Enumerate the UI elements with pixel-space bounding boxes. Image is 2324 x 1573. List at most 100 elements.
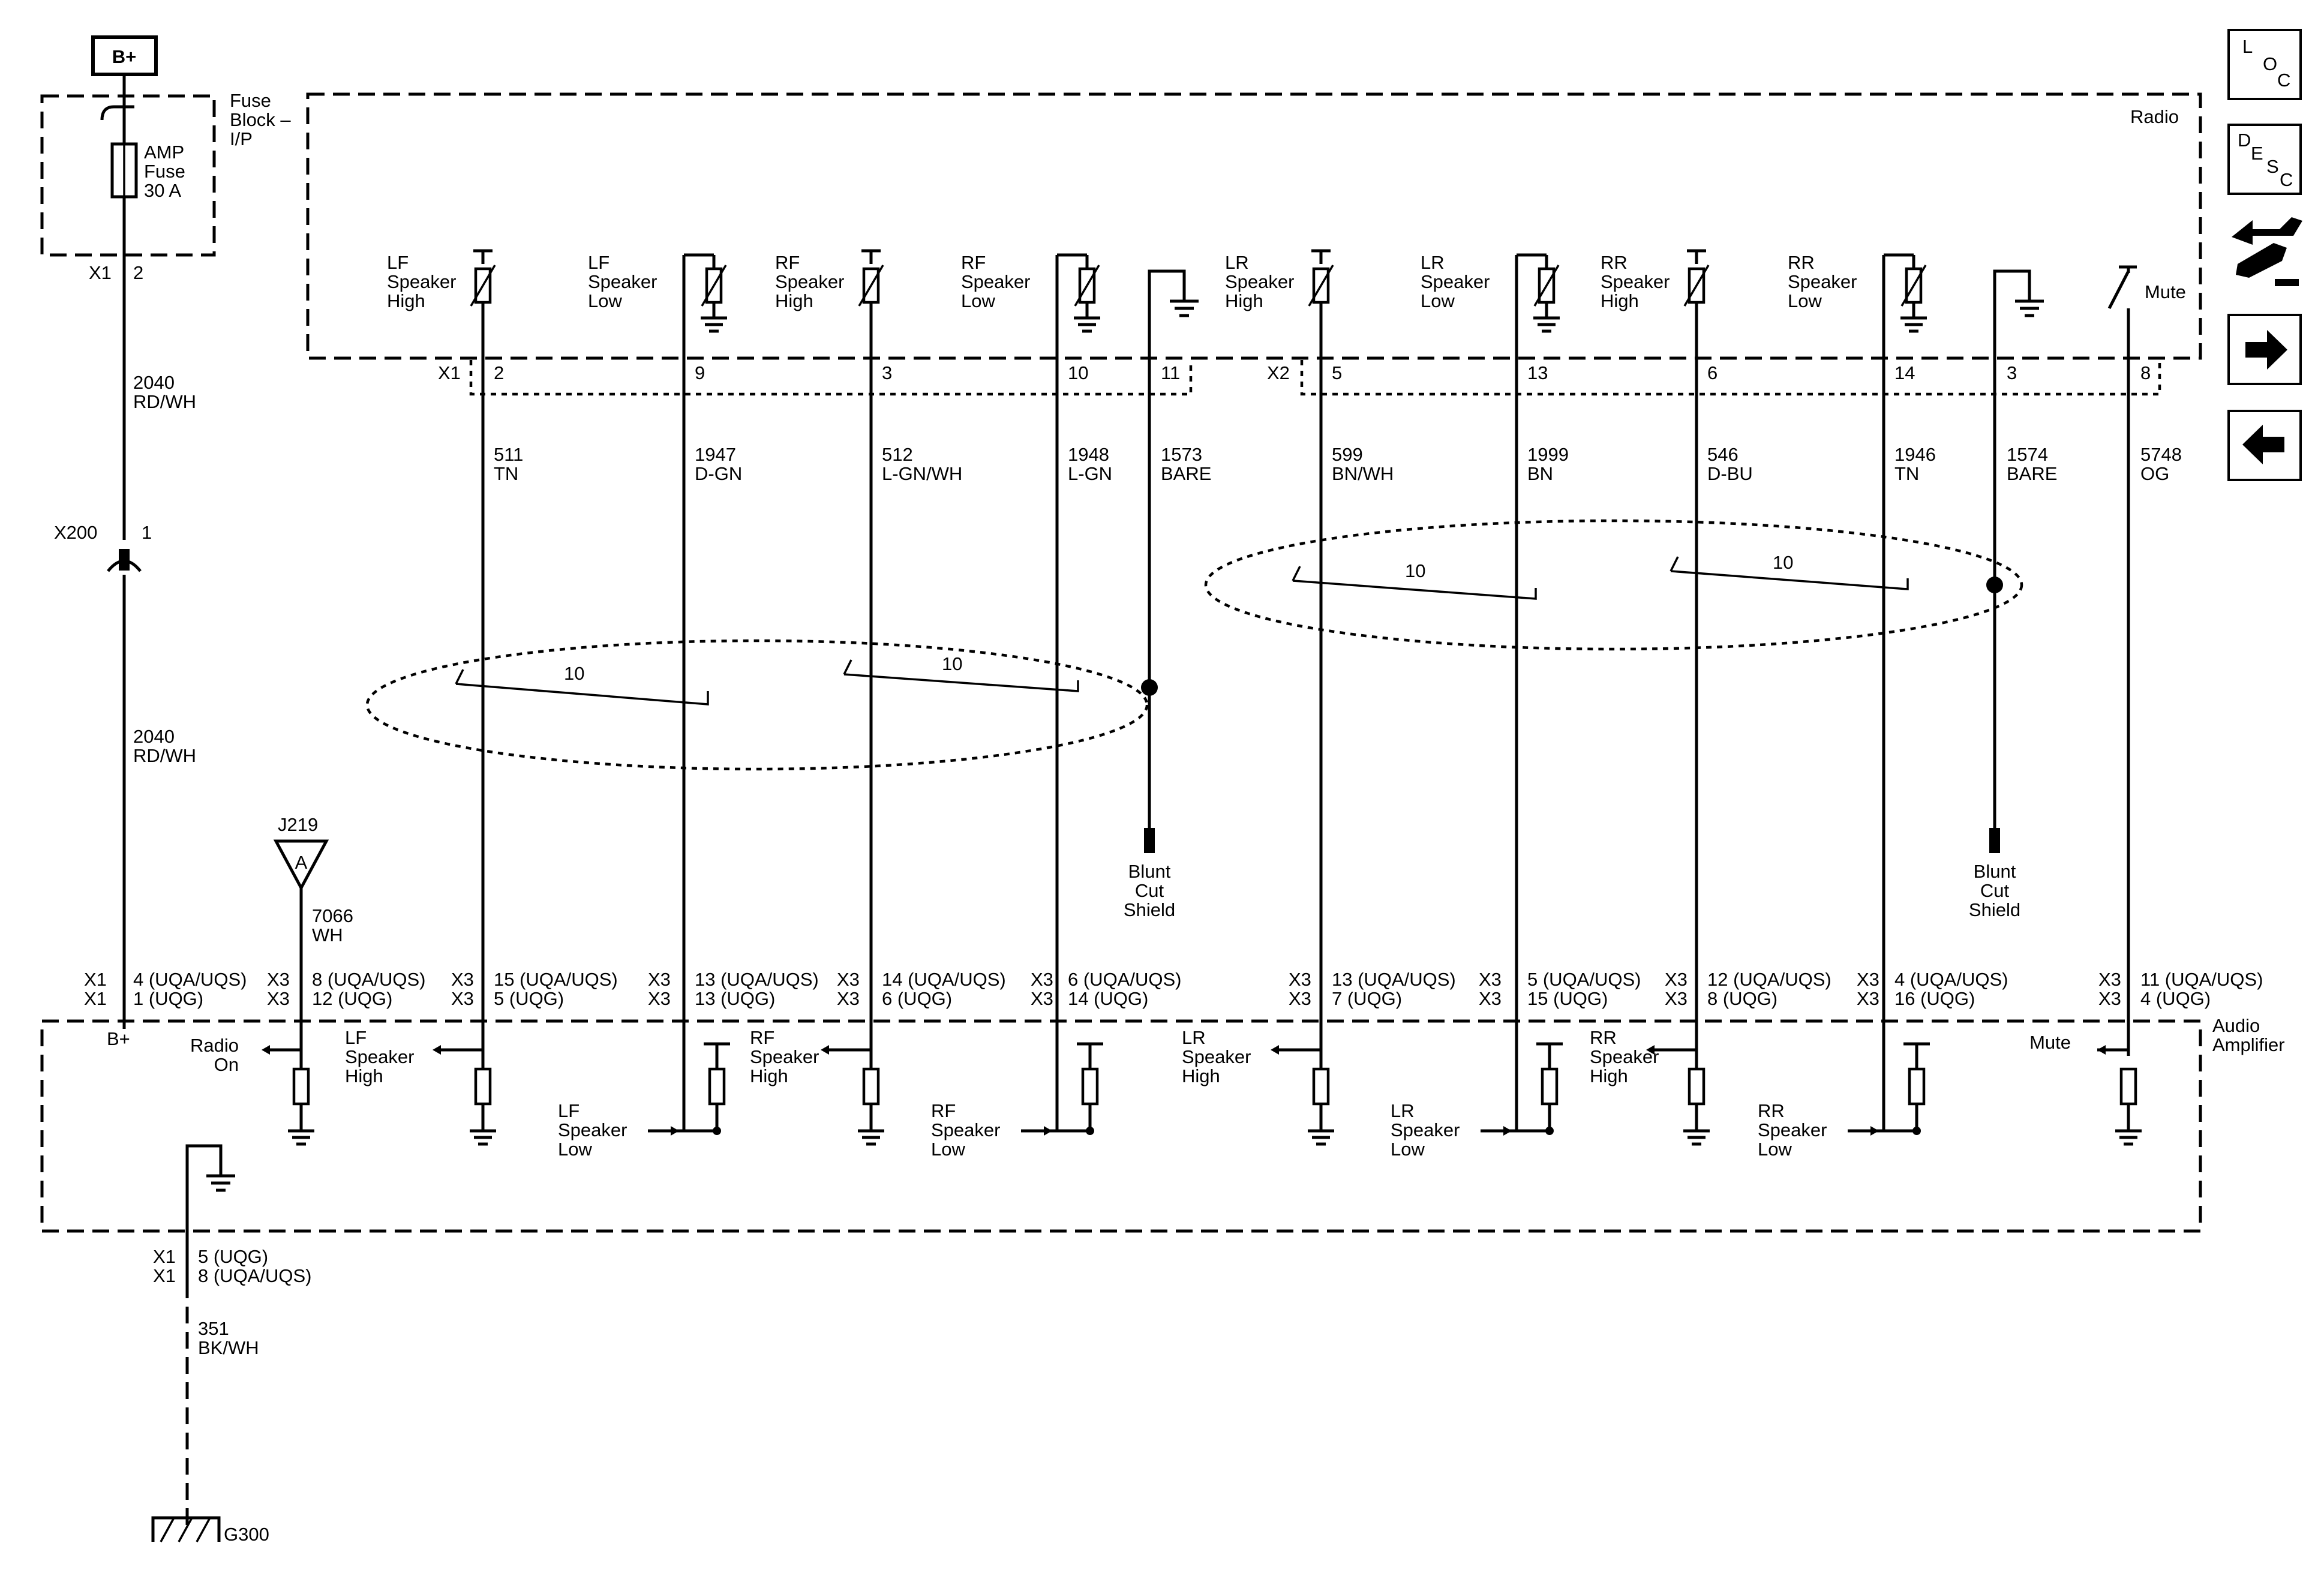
- amp-radio-on-label-2: On: [214, 1054, 239, 1075]
- mute-circuit: Mute 8 5748 OG X3 X3 11 (UQA/UQS) 4 (UQG…: [2029, 265, 2263, 1146]
- amp-connector: X3: [1289, 969, 1311, 990]
- speaker-resistor-icon: [1308, 265, 1334, 307]
- speaker-resistor-icon: [858, 265, 884, 307]
- radio-pin: 3: [882, 362, 892, 383]
- splice-letter: A: [295, 852, 308, 873]
- radio-on-amp-conn: X3: [267, 988, 290, 1009]
- amp-connector: X3: [1665, 988, 1688, 1009]
- connector-tool-icon[interactable]: [2232, 217, 2302, 286]
- mute-amp-pin: 4 (UQG): [2140, 988, 2211, 1009]
- arrow-head-icon: [1271, 1045, 1279, 1055]
- loc-letter: O: [2263, 53, 2277, 74]
- radio-pin: 13: [1527, 362, 1548, 383]
- circuit-color: D-BU: [1707, 463, 1753, 484]
- amp-connector: X3: [451, 969, 474, 990]
- circuit-color: TN: [1894, 463, 1919, 484]
- amp-connector: X3: [1479, 969, 1502, 990]
- radio-channel-label: RR: [1601, 252, 1628, 273]
- ground-circuit-number: 351: [198, 1318, 229, 1339]
- loc-letter: L: [2242, 36, 2253, 57]
- feed-wire: 2040 RD/WH X200 1 2040 RD/WH: [54, 255, 196, 1029]
- amp-input-label-2: Speaker: [1590, 1046, 1659, 1067]
- nav-loc-button[interactable]: L O C: [2227, 29, 2302, 100]
- feed-circuit-upper: 2040: [133, 372, 175, 393]
- amp-connector: X3: [1857, 969, 1879, 990]
- amp-input-label: LF: [558, 1100, 580, 1121]
- arrow-head-icon: [1870, 1126, 1879, 1136]
- circuit-number: 1946: [1894, 444, 1936, 465]
- amp-pin: 13 (UQG): [695, 988, 775, 1009]
- radio-channel-label: RF: [961, 252, 986, 273]
- amp-connector: X3: [648, 969, 671, 990]
- radio-channel-label-2: Speaker: [1421, 271, 1490, 292]
- twist-label: 10: [1773, 552, 1793, 573]
- amp-connector: X3: [1031, 988, 1053, 1009]
- j219-label: J219: [278, 814, 318, 835]
- mute-color: OG: [2140, 463, 2169, 484]
- radio-on-color: WH: [312, 924, 343, 945]
- radio-channel-label-2: Speaker: [387, 271, 456, 292]
- arrow-head-icon: [821, 1045, 829, 1055]
- amp-resistor-icon: [1688, 1067, 1706, 1106]
- amp-pin: 7 (UQG): [1332, 988, 1402, 1009]
- radio-channel-label: LR: [1421, 252, 1445, 273]
- shield-circuit: 1574: [2007, 444, 2048, 465]
- amp-connector: X3: [1479, 988, 1502, 1009]
- amp-input-label: RR: [1590, 1027, 1617, 1048]
- amp-pin: 15 (UQG): [1527, 988, 1608, 1009]
- amp-resistor-icon: [474, 1067, 492, 1106]
- shield-group-rear: 10 10 Blunt Cut Shield 3 1574 BARE: [1204, 269, 2057, 920]
- radio-channel-label-2: Speaker: [961, 271, 1030, 292]
- arrow-left-icon[interactable]: [2227, 410, 2302, 481]
- amp-bplus-pin: 1 (UQG): [133, 988, 203, 1009]
- amp-resistor-icon: [708, 1067, 726, 1106]
- radio-on-amp-conn: X3: [267, 969, 290, 990]
- radio-pin: 5: [1332, 362, 1342, 383]
- mute-amp-conn: X3: [2098, 988, 2121, 1009]
- arrow-right-icon[interactable]: [2227, 314, 2302, 385]
- radio-pin: 9: [695, 362, 705, 383]
- amp-input-label-3: Low: [1758, 1139, 1792, 1160]
- nav-desc-button[interactable]: D E S C: [2227, 124, 2302, 195]
- amp-input-label: RF: [750, 1027, 774, 1048]
- amp-input-label: RR: [1758, 1100, 1785, 1121]
- radio-on-amp-pin: 12 (UQG): [312, 988, 392, 1009]
- speaker-resistor-icon: [1683, 265, 1710, 307]
- amp-b-plus: X1 X1 4 (UQA/UQS) 1 (UQG) B+: [84, 969, 247, 1049]
- radio-pin: 2: [494, 362, 504, 383]
- circuit-number: 546: [1707, 444, 1739, 465]
- ground-pin: 5 (UQG): [198, 1246, 268, 1267]
- desc-letter: C: [2280, 169, 2293, 190]
- amp-input-label-2: Speaker: [1391, 1119, 1460, 1140]
- radio-on-circuit: J219 A 7066 WH X3 X3 8 (UQA/UQS) 12 (UQG…: [190, 814, 425, 1146]
- mute-amp-pin: 11 (UQA/UQS): [2140, 969, 2263, 990]
- arrow-head-icon: [1503, 1126, 1512, 1136]
- feed-color-upper: RD/WH: [133, 391, 196, 412]
- amp-input-label-3: High: [750, 1065, 788, 1086]
- amp-input-label-3: Low: [558, 1139, 592, 1160]
- b-plus-label: B+: [112, 46, 137, 67]
- radio-channel-label: LR: [1225, 252, 1249, 273]
- splice-triangle-icon: [273, 839, 329, 891]
- radio-channel-label-3: Low: [588, 290, 622, 311]
- mute-amp-conn: X3: [2098, 969, 2121, 990]
- speaker-resistor-icon: [1900, 265, 1927, 307]
- radio-on-amp-pin: 8 (UQA/UQS): [312, 969, 425, 990]
- amp-bplus-conn: X1: [84, 988, 107, 1009]
- arrow-head-icon: [433, 1045, 441, 1055]
- radio-channel-label-2: Speaker: [1225, 271, 1294, 292]
- circuit-number: 511: [494, 444, 523, 465]
- amp-bplus-conn: X1: [84, 969, 107, 990]
- radio-channel-label-3: High: [1225, 290, 1263, 311]
- amp-resistor-icon: [1312, 1067, 1330, 1106]
- amp-input-label-3: Low: [931, 1139, 965, 1160]
- amp-pin: 6 (UQA/UQS): [1068, 969, 1181, 990]
- fuse-conn: X1: [89, 262, 112, 283]
- shield-pin: 3: [2007, 362, 2017, 383]
- amp-input-label-3: High: [1590, 1065, 1628, 1086]
- twist-label: 10: [1405, 560, 1425, 581]
- radio-module: Radio X1 X2: [306, 92, 2202, 396]
- shield-pin: 11: [1161, 362, 1180, 383]
- circuit-color: L-GN/WH: [882, 463, 962, 484]
